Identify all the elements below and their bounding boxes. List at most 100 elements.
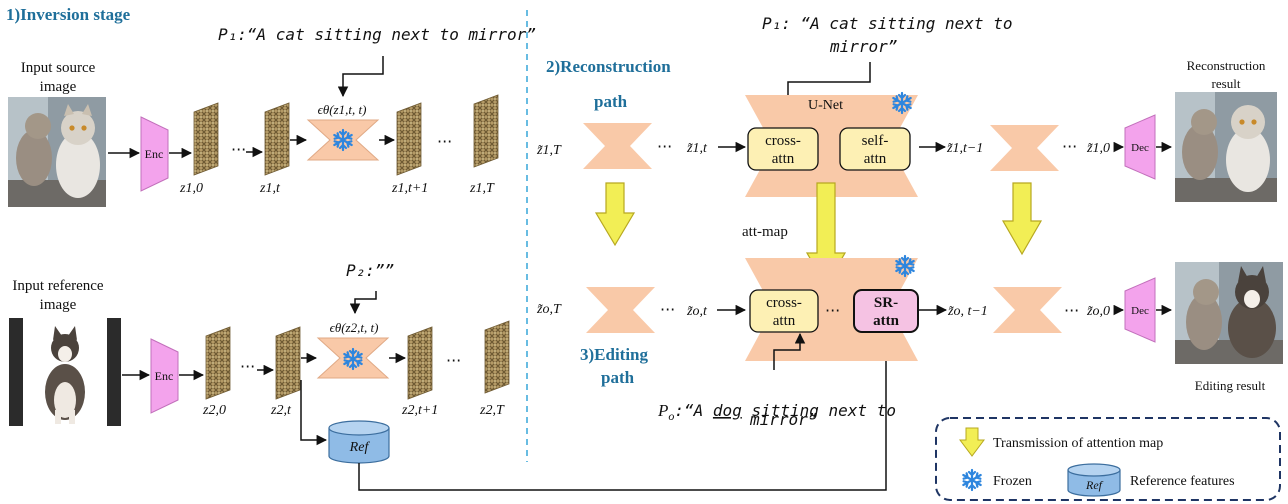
reconstruction-title: 2)Reconstruction <box>546 57 671 76</box>
decoder-edit-label: Dec <box>1131 305 1149 317</box>
decoder-edit: Dec <box>1124 277 1156 343</box>
eps-theta-2: ϵθ(z2,t, t) <box>330 320 379 335</box>
recon-z-start: z̃1,T <box>536 143 562 158</box>
latent-z2t <box>275 326 301 400</box>
inversion-stage-title: 1)Inversion stage <box>6 5 131 24</box>
edit-z-start: z̃o,T <box>536 302 562 317</box>
transmission-arrow-1 <box>594 182 636 247</box>
transmission-arrow-3 <box>1001 182 1043 256</box>
recon-z-0: z̃1,0 <box>1086 141 1110 156</box>
sr-attn-2: attn <box>873 313 899 329</box>
edit-unet-small-1 <box>586 287 655 333</box>
row2-latent-label-1: z2,t <box>270 403 292 418</box>
reference-image-label-2: image <box>40 297 77 313</box>
ref-to-sr-attn-arrow <box>358 320 892 491</box>
edit-result-label: Editing result <box>1195 378 1266 393</box>
latent-z2t1 <box>407 326 433 400</box>
edit-prompt-line1: Po:“A dog sitting next to <box>657 401 896 423</box>
inversion-prompt-p1: P₁:“A cat sitting next to mirror” <box>218 25 536 44</box>
row1-latent-label-0: z1,0 <box>179 181 203 196</box>
edit-unet-big <box>745 258 918 361</box>
sr-attn-box <box>853 289 919 333</box>
reference-image-label-1: Input reference <box>12 278 104 294</box>
recon-unet-small-1 <box>583 123 652 169</box>
legend-reference-features-label: Reference features <box>1130 474 1235 489</box>
edit-cross-attn-2: attn <box>773 313 796 329</box>
source-cat-image <box>8 97 106 207</box>
decoder-recon-label: Dec <box>1131 142 1149 154</box>
source-image-label-2: image <box>40 79 77 95</box>
latent-z20 <box>205 326 231 400</box>
latent-z1T <box>473 94 499 168</box>
prompt2-arrow <box>349 291 377 315</box>
editing-path-title: path <box>601 368 635 387</box>
recon-unet-small-2 <box>990 125 1059 171</box>
recon-unet-big <box>745 95 918 197</box>
latent-z1t1 <box>396 102 422 176</box>
recon-prompt-line2: mirror” <box>829 37 897 56</box>
legend-ref-icon: Ref <box>1067 463 1121 497</box>
encoder-1: Enc <box>140 116 169 192</box>
source-image-label-1: Input source <box>21 60 96 76</box>
reference-dog-image <box>9 318 121 426</box>
encoder-2-label: Enc <box>155 369 174 383</box>
edit-result-image <box>1175 262 1283 364</box>
row1-ellipsis-1: ··· <box>231 140 246 159</box>
latent-z10 <box>193 102 219 176</box>
row2-latent-label-2: z2,t+1 <box>401 403 438 418</box>
ref-label: Ref <box>349 440 371 455</box>
row2-latent-label-3: z2,T <box>479 403 505 418</box>
eps-theta-1: ϵθ(z1,t, t) <box>318 102 367 117</box>
editing-title: 3)Editing <box>580 345 649 364</box>
decoder-recon: Dec <box>1124 114 1156 180</box>
edit-ellipsis-1: ··· <box>660 300 675 319</box>
recon-unet-label: U-Net <box>808 98 843 113</box>
recon-result-label-1: Reconstruction <box>1187 58 1266 73</box>
encoder-1-label: Enc <box>145 147 164 161</box>
recon-result-label-2: result <box>1212 76 1241 91</box>
row2-ellipsis-1: ··· <box>240 357 255 376</box>
legend-box <box>935 417 1281 501</box>
edit-ellipsis-inner: ··· <box>825 301 840 320</box>
att-map-label: att-map <box>742 224 788 240</box>
edit-unet-small-2 <box>993 287 1062 333</box>
row1-latent-label-3: z1,T <box>469 181 495 196</box>
recon-self-attn-1: self- <box>862 133 889 149</box>
row2-latent-label-0: z2,0 <box>202 403 226 418</box>
row1-ellipsis-2: ··· <box>437 132 452 151</box>
recon-cross-attn-box <box>747 127 819 171</box>
recon-z-t: z̃1,t <box>686 141 708 156</box>
recon-self-attn-2: attn <box>864 151 887 167</box>
recon-z-tm1: z̃1,t−1 <box>946 141 983 156</box>
latent-z2T <box>484 320 510 394</box>
edit-prompt-arrow <box>773 332 806 370</box>
sr-attn-1: SR- <box>874 295 898 311</box>
row1-latent-label-2: z1,t+1 <box>391 181 428 196</box>
svg-text:Ref: Ref <box>1085 478 1104 492</box>
legend-frozen-label: Frozen <box>993 474 1032 489</box>
ref-features-cylinder: Ref <box>328 420 390 464</box>
recon-self-attn-box <box>839 127 911 171</box>
legend-transmission-icon <box>959 427 985 457</box>
recon-result-image <box>1175 92 1277 202</box>
edit-cross-attn-1: cross- <box>766 295 802 311</box>
reconstruction-path-title: path <box>594 92 628 111</box>
edit-ellipsis-2: ··· <box>1064 301 1079 320</box>
edit-cross-attn-box <box>749 289 819 333</box>
prompt1-arrow <box>337 56 384 98</box>
inversion-prompt-p2: P₂:”” <box>346 261 394 280</box>
recon-prompt-line1: P₁: “A cat sitting next to <box>762 14 1012 33</box>
edit-prompt-line2: mirror” <box>749 410 817 429</box>
row2-ellipsis-2: ··· <box>446 351 461 370</box>
edit-z-t: z̃o,t <box>686 304 708 319</box>
row1-latent-label-1: z1,t <box>259 181 281 196</box>
recon-cross-attn-2: attn <box>772 151 795 167</box>
latent-to-ref-arrow <box>300 380 328 446</box>
legend-transmission-label: Transmission of attention map <box>993 436 1163 451</box>
recon-ellipsis-2: ··· <box>1062 137 1077 156</box>
edit-z-tm1: z̃o, t−1 <box>947 304 988 319</box>
recon-cross-attn-1: cross- <box>765 133 801 149</box>
edit-z-0: z̃o,0 <box>1086 304 1110 319</box>
latent-z1t <box>264 102 290 176</box>
